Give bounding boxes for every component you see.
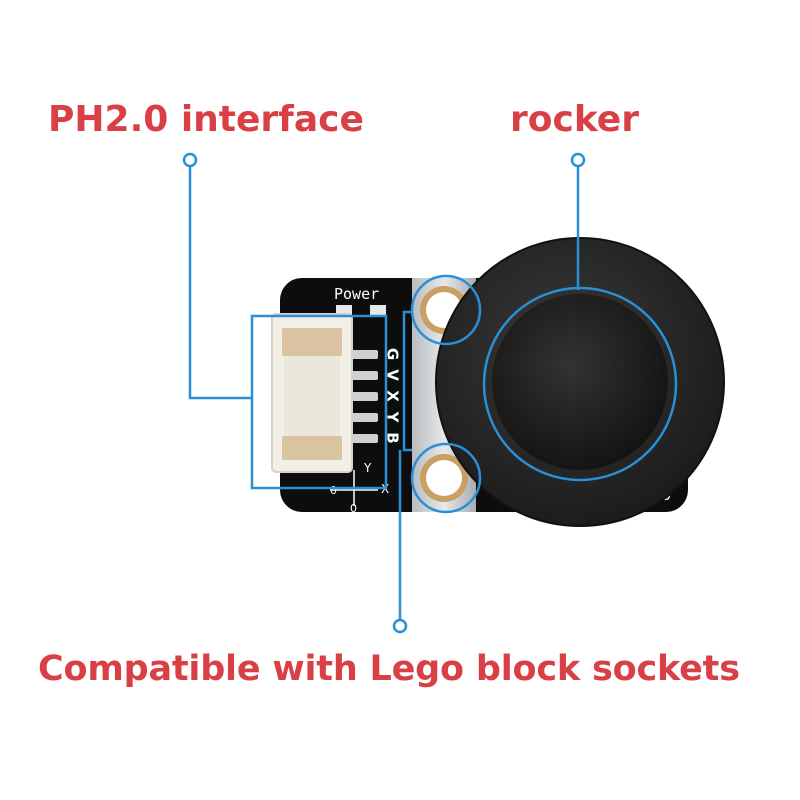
- rocker-label: rocker: [510, 99, 639, 140]
- pin-label: G: [384, 348, 402, 360]
- pin-label: V: [384, 369, 402, 381]
- ph20-connector: [271, 313, 353, 473]
- connector-pins: [352, 350, 378, 443]
- pin-label: Y: [384, 411, 402, 424]
- axis-zero-silkscreen-2: 0: [350, 502, 357, 515]
- axis-y-silkscreen: Y: [363, 461, 372, 475]
- lego-socket-bottom: [420, 454, 468, 502]
- lego-callout: [392, 274, 482, 634]
- rocker-callout: [482, 152, 678, 482]
- lego-compat-label: Compatible with Lego block sockets: [38, 649, 740, 689]
- joystick-rocker: [435, 237, 725, 527]
- pin-label: X: [384, 390, 402, 402]
- interface-callout: [182, 152, 388, 490]
- power-silkscreen: Power: [334, 285, 379, 303]
- power-led-pads: [336, 305, 386, 315]
- pin-label: B: [384, 432, 402, 443]
- interface-label: PH2.0 interface: [48, 99, 364, 140]
